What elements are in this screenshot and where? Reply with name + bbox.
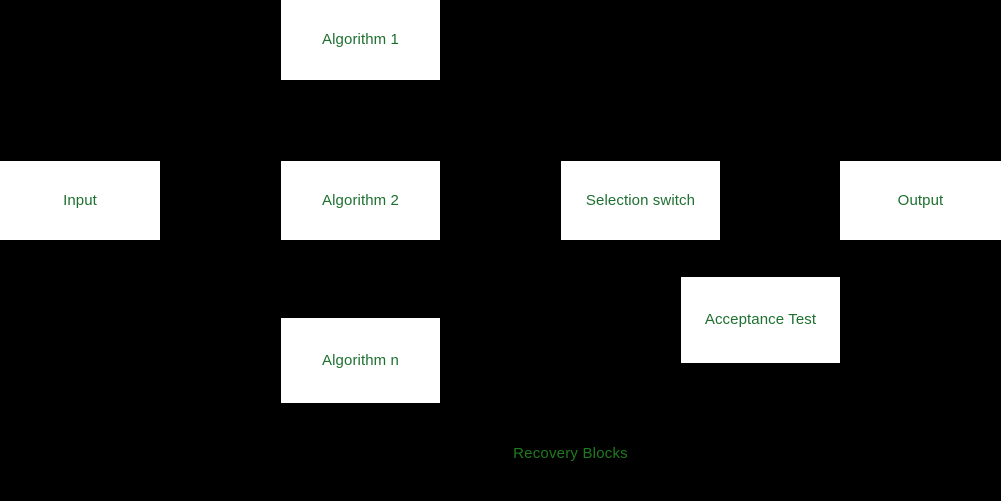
diagram-caption: Recovery Blocks — [513, 445, 628, 462]
diagram-node-selection-switch[interactable]: Selection switch — [561, 161, 720, 240]
node-label: Algorithm n — [322, 351, 399, 369]
diagram-node-input[interactable]: Input — [0, 161, 160, 240]
diagram-node-acceptance-test[interactable]: Acceptance Test — [681, 277, 840, 363]
node-label: Selection switch — [585, 191, 696, 209]
node-label: Output — [897, 191, 944, 209]
diagram-node-algorithm-2[interactable]: Algorithm 2 — [281, 161, 440, 240]
diagram-node-output[interactable]: Output — [840, 161, 1001, 240]
diagram-node-algorithm-n[interactable]: Algorithm n — [281, 318, 440, 403]
diagram-node-algorithm-1[interactable]: Algorithm 1 — [281, 0, 440, 80]
node-label: Acceptance Test — [704, 311, 817, 328]
node-label: Input — [63, 191, 97, 209]
node-label: Algorithm 1 — [322, 31, 399, 48]
node-label: Algorithm 2 — [322, 191, 399, 209]
